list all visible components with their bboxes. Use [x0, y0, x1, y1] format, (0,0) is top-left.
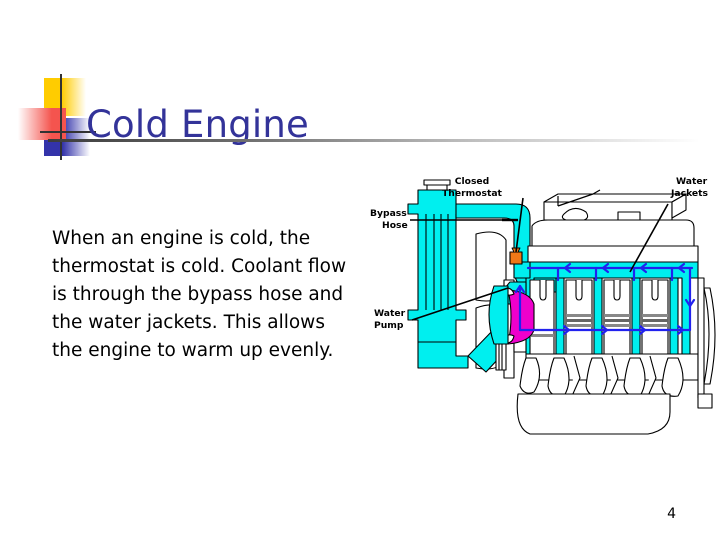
label-leader-lines: [410, 189, 669, 321]
label-closed-thermostat-line1: Closed: [455, 176, 489, 187]
slide-body-text: When an engine is cold, the thermostat i…: [52, 227, 347, 361]
coolant-flow-arrows: [514, 262, 696, 336]
label-water-jackets-line1: Water: [676, 176, 708, 187]
piston-rings: [530, 314, 668, 337]
title-decoration: [18, 74, 110, 160]
title-underline-rule: [48, 139, 700, 142]
diagram-labels: Closed Thermostat Water Jackets Bypass H…: [370, 176, 709, 331]
label-closed-thermostat-line2: Thermostat: [442, 188, 503, 199]
radiator-shape: [407, 179, 469, 369]
label-bypass-hose-line2: Hose: [382, 220, 408, 231]
label-bypass-hose-line1: Bypass: [370, 208, 407, 219]
engine-block-body: [527, 193, 699, 263]
page-number: 4: [667, 506, 676, 522]
leader-water-jackets: [629, 203, 669, 273]
label-water-pump-line2: Pump: [374, 320, 404, 331]
leader-closed-thermostat: [515, 197, 524, 253]
deco-red-square: [18, 108, 66, 140]
flywheel: [697, 277, 716, 409]
label-water-pump-line1: Water: [374, 308, 406, 319]
label-water-jackets-line2: Jackets: [670, 188, 709, 199]
cold-engine-diagram: Closed Thermostat Water Jackets Bypass H…: [368, 168, 716, 490]
crankcase-and-crankshaft: [516, 353, 699, 435]
deco-horizontal-line: [40, 131, 96, 133]
leader-water-pump: [411, 287, 509, 321]
deco-vertical-line: [60, 74, 62, 160]
page-title: Cold Engine: [86, 102, 310, 146]
bypass-hose-passage: [488, 285, 509, 345]
